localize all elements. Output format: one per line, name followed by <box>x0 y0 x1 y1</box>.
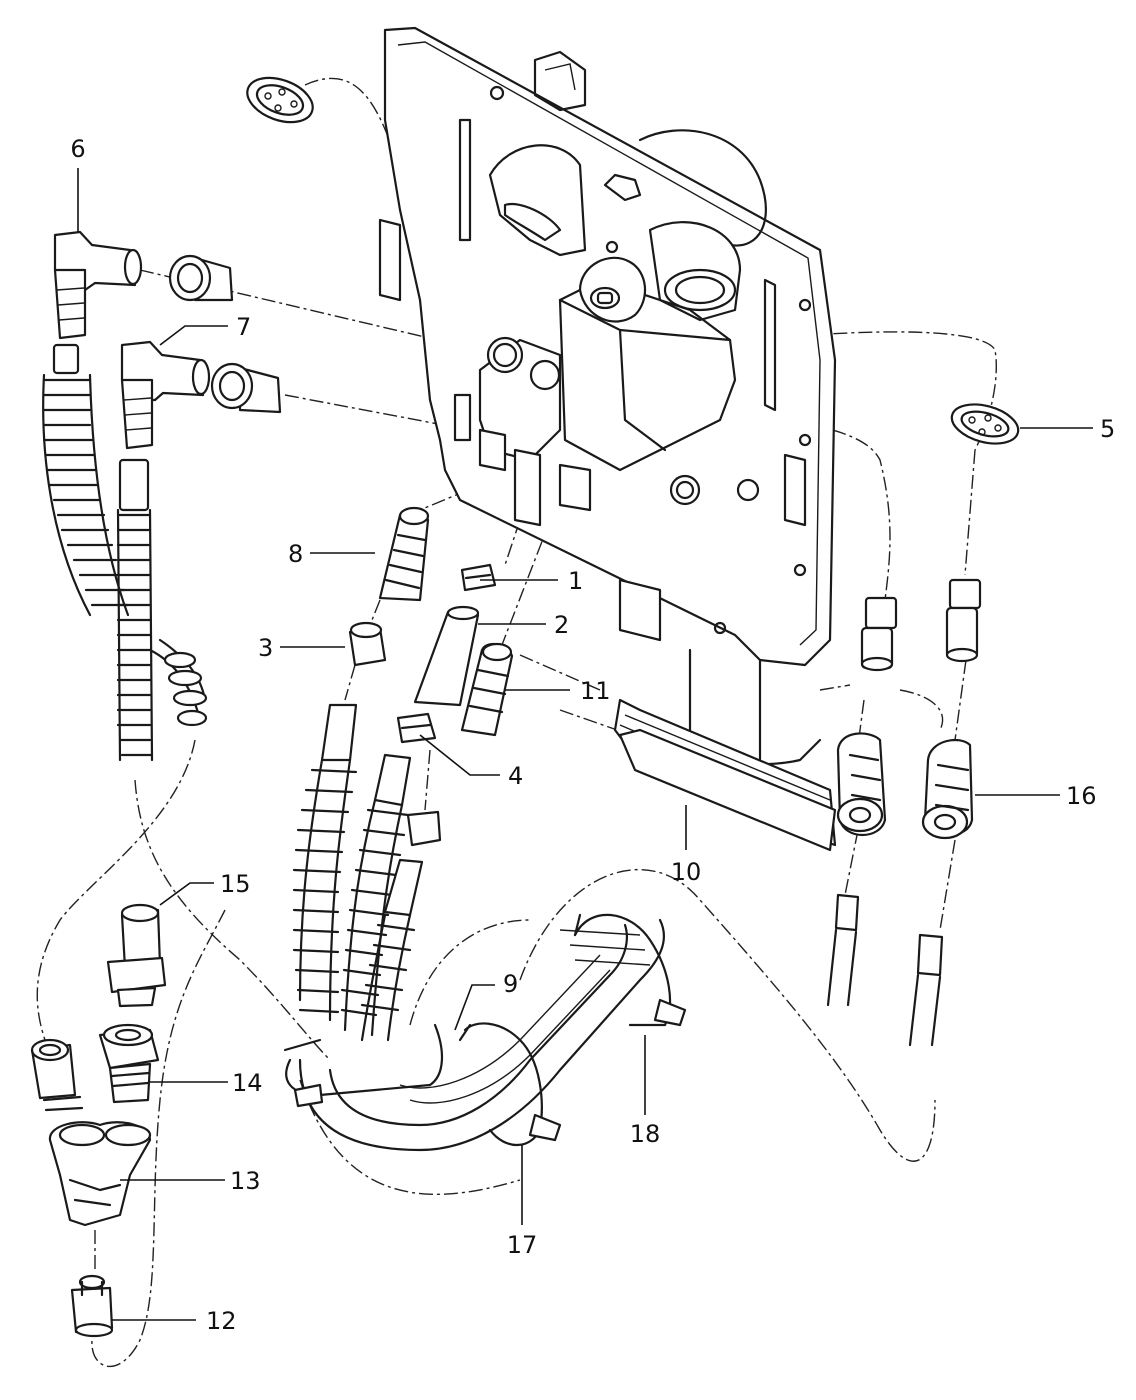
callout-12: 12 <box>206 1307 237 1335</box>
plug-12 <box>70 1274 114 1338</box>
assembly-routing-lines <box>36 77 997 1368</box>
o-ring-6 <box>168 254 234 302</box>
callout-17: 17 <box>507 1231 538 1259</box>
callout-3: 3 <box>258 634 273 662</box>
callout-15: 15 <box>220 870 251 898</box>
elbow-connector-6 <box>53 230 143 340</box>
callout-2: 2 <box>554 611 569 639</box>
adapter-13 <box>30 1038 152 1227</box>
fitting-8 <box>378 506 430 602</box>
strainer-16 <box>908 578 982 1047</box>
callout-10: 10 <box>671 858 702 886</box>
filter-disc-5 <box>950 403 1020 445</box>
hose-clamp-17 <box>458 1022 562 1146</box>
corrugated-hose-left <box>42 343 208 762</box>
o-ring-7 <box>210 362 282 414</box>
callout-4: 4 <box>508 762 523 790</box>
callout-7: 7 <box>236 313 251 341</box>
sleeve-15 <box>106 903 167 1008</box>
hose-clamp-9 <box>283 1023 444 1108</box>
callout-9: 9 <box>503 970 518 998</box>
tube-right-a <box>826 596 898 1007</box>
callout-leaders <box>77 168 1093 1321</box>
elbow-hose-9 <box>298 918 665 1152</box>
clip-4 <box>396 712 437 744</box>
callout-6: 6 <box>70 135 85 163</box>
valve-block-assembly <box>378 26 837 847</box>
hose-clamp-18 <box>573 913 687 1027</box>
callout-14: 14 <box>232 1069 263 1097</box>
callout-5: 5 <box>1100 415 1115 443</box>
fitting-11 <box>460 642 514 737</box>
rail-10 <box>618 728 837 852</box>
filter-disc <box>246 76 314 124</box>
callout-18: 18 <box>630 1120 661 1148</box>
callout-1: 1 <box>568 567 583 595</box>
nut-3 <box>348 621 387 667</box>
elbow-connector-7 <box>120 340 211 450</box>
sleeve-2 <box>413 605 480 707</box>
clip-1 <box>460 563 497 592</box>
callout-11: 11 <box>580 677 611 705</box>
callout-8: 8 <box>288 540 303 568</box>
callout-13: 13 <box>230 1167 261 1195</box>
corrugated-hose-center <box>292 703 442 1042</box>
callout-labels: 6 7 8 1 2 3 11 4 5 10 16 9 15 14 13 12 1… <box>70 135 1115 1335</box>
nut-14 <box>98 1023 160 1104</box>
callout-16: 16 <box>1066 782 1097 810</box>
